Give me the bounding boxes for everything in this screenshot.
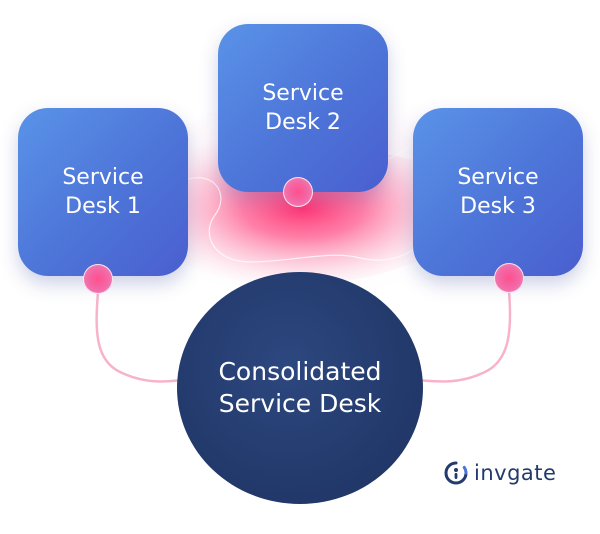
service-desk-3-card[interactable]: Service Desk 3 xyxy=(413,108,583,276)
service-desk-3-label: Service Desk 3 xyxy=(457,165,539,219)
service-desk-2-card[interactable]: Service Desk 2 xyxy=(218,24,388,192)
service-desk-1-card[interactable]: Service Desk 1 xyxy=(18,108,188,276)
connector-right xyxy=(416,289,512,383)
connection-node-2 xyxy=(283,177,313,207)
consolidated-service-desk-circle[interactable]: Consolidated Service Desk xyxy=(177,272,423,504)
consolidated-service-desk-label: Consolidated Service Desk xyxy=(218,357,382,418)
brand-name: invgate xyxy=(474,461,557,485)
contour-line-1 xyxy=(184,177,431,263)
connector-left xyxy=(95,290,184,383)
invgate-logo-icon xyxy=(444,461,468,485)
connection-node-3 xyxy=(494,263,524,293)
service-desk-1-label: Service Desk 1 xyxy=(62,165,144,219)
service-desk-2-label: Service Desk 2 xyxy=(262,81,344,135)
brand-logo: invgate xyxy=(444,460,556,486)
connection-node-1 xyxy=(83,264,113,294)
